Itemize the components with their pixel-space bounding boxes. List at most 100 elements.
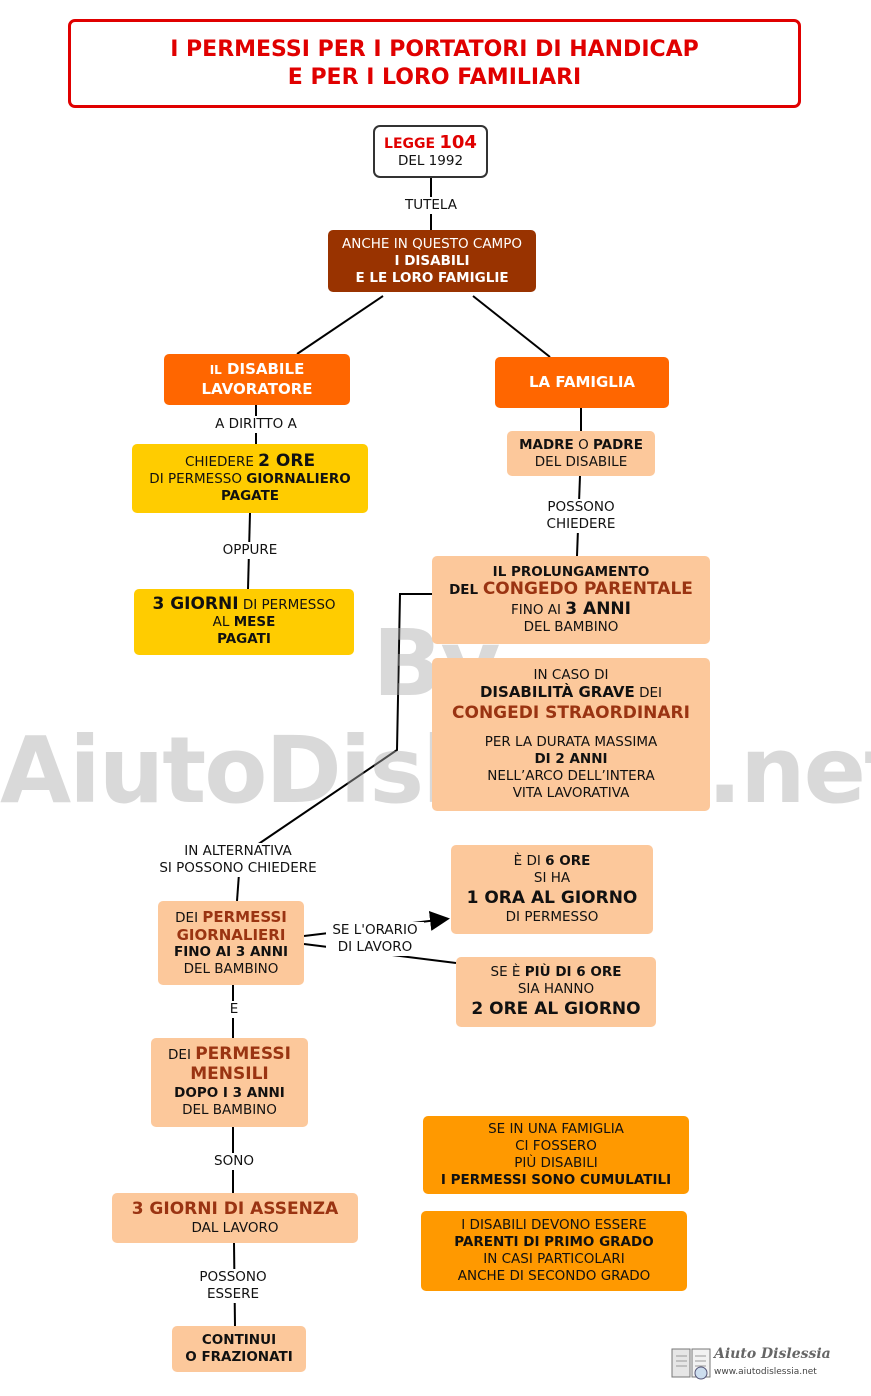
tre-giorni-l3: PAGATI xyxy=(217,631,271,647)
grave-l2a: DISABILITÀ GRAVE xyxy=(479,683,635,701)
giorni-assenza-box: 3 GIORNI DI ASSENZA DAL LAVORO xyxy=(112,1193,358,1243)
label-alternativa: IN ALTERNATIVA SI POSSONO CHIEDERE xyxy=(150,843,326,877)
prolungamento-l1: IL PROLUNGAMENTO xyxy=(492,564,650,580)
mensili-dei: DEI xyxy=(168,1047,196,1063)
assenza-l1: 3 GIORNI DI ASSENZA xyxy=(131,1199,339,1219)
assenza-l2: DAL LAVORO xyxy=(191,1220,279,1236)
logo-name: Aiuto Dislessia xyxy=(714,1346,831,1362)
piu-sei-l2: SIA HANNO xyxy=(517,981,595,997)
anche-box: ANCHE IN QUESTO CAMPO I DISABILI E LE LO… xyxy=(328,230,536,292)
giornalieri-l2: GIORNALIERI xyxy=(176,925,286,944)
label-e: E xyxy=(224,1001,244,1018)
label-possono-chiedere: POSSONO CHIEDERE xyxy=(536,499,626,533)
continui-l2: O FRAZIONATI xyxy=(185,1349,293,1365)
madre-b: PADRE xyxy=(593,436,643,453)
label-oppure: OPPURE xyxy=(212,542,288,559)
due-ore-pre: CHIEDERE xyxy=(184,453,259,470)
parenti-l3: IN CASI PARTICOLARI xyxy=(483,1251,625,1267)
sei-ore-l4: DI PERMESSO xyxy=(505,909,599,925)
giornalieri-l4: DEL BAMBINO xyxy=(183,960,279,977)
label-a-diritto: A DIRITTO A xyxy=(205,416,307,433)
giornalieri-dei: DEI xyxy=(175,909,203,926)
tre-giorni-box: 3 GIORNI DI PERMESSO AL MESE PAGATI xyxy=(134,589,354,655)
tre-giorni-l2a: AL xyxy=(212,614,234,630)
madre-o: O xyxy=(573,436,593,453)
parenti-l1: I DISABILI DEVONO ESSERE xyxy=(461,1217,647,1233)
madre-a: MADRE xyxy=(519,436,574,453)
mensili-l3: DOPO I 3 ANNI xyxy=(174,1085,285,1101)
piu-sei-l1a: SE È xyxy=(490,964,525,980)
tre-giorni-l2b: MESE xyxy=(233,614,276,630)
prolungamento-l4: DEL BAMBINO xyxy=(523,619,619,635)
prolungamento-box: IL PROLUNGAMENTO DEL CONGEDO PARENTALE F… xyxy=(432,556,710,644)
title-line-2: E PER I LORO FAMILIARI xyxy=(287,64,582,90)
grave-l1: IN CASO DI xyxy=(533,667,609,683)
label-orario-1: SE L'ORARIO xyxy=(332,922,418,938)
mensili-l2: MENSILI xyxy=(190,1064,269,1084)
due-ore-l2b: GIORNALIERO xyxy=(246,470,351,487)
due-ore-l3: PAGATE xyxy=(220,487,279,504)
permessi-mensili-box: DEI PERMESSI MENSILI DOPO I 3 ANNI DEL B… xyxy=(151,1038,308,1127)
grave-l4: PER LA DURATA MASSIMA xyxy=(484,734,658,750)
mensili-l1: PERMESSI xyxy=(195,1044,291,1064)
mensili-l4: DEL BAMBINO xyxy=(182,1102,277,1118)
madre-l2: DEL DISABILE xyxy=(534,453,628,470)
tre-giorni-big: 3 GIORNI xyxy=(152,594,239,614)
anche-line-2: I DISABILI xyxy=(394,252,470,269)
prolungamento-l3b: 3 ANNI xyxy=(565,599,631,619)
cumulatili-box: SE IN UNA FAMIGLIA CI FOSSERO PIÙ DISABI… xyxy=(423,1116,689,1194)
grave-l7: VITA LAVORATIVA xyxy=(512,785,630,801)
sei-ore-box: È DI 6 ORE SI HA 1 ORA AL GIORNO DI PERM… xyxy=(451,845,653,934)
cumulatili-l4: I PERMESSI SONO CUMULATILI xyxy=(440,1172,672,1188)
permessi-giornalieri-box: DEI PERMESSI GIORNALIERI FINO AI 3 ANNI … xyxy=(158,901,304,985)
label-possono-essere-2: ESSERE xyxy=(206,1286,260,1302)
parenti-l2: PARENTI DI PRIMO GRADO xyxy=(454,1234,654,1250)
logo-url: www.aiutodislessia.net xyxy=(714,1367,817,1377)
due-ore-l2a: DI PERMESSO xyxy=(149,470,247,487)
disabilita-grave-box: IN CASO DI DISABILITÀ GRAVE DEI CONGEDI … xyxy=(432,658,710,811)
due-ore-big: 2 ORE xyxy=(258,450,316,471)
grave-l2b: DEI xyxy=(634,685,662,701)
label-possono-essere-1: POSSONO xyxy=(199,1269,267,1285)
grave-l6: NELL’ARCO DELL’INTERA xyxy=(487,768,655,784)
label-possono-essere: POSSONO ESSERE xyxy=(190,1269,276,1303)
disabile-il: IL xyxy=(209,363,222,377)
parenti-box: I DISABILI DEVONO ESSERE PARENTI DI PRIM… xyxy=(421,1211,687,1291)
parenti-l4: ANCHE DI SECONDO GRADO xyxy=(457,1268,651,1284)
legge-number: 104 xyxy=(439,131,477,153)
anche-line-3: E LE LORO FAMIGLIE xyxy=(355,269,509,286)
label-tutela: TUTELA xyxy=(395,197,467,214)
sei-ore-l2: SI HA xyxy=(533,870,571,886)
label-orario-2: DI LAVORO xyxy=(337,939,413,955)
prolungamento-l3a: FINO AI xyxy=(511,602,566,618)
prolungamento-l2a: DEL xyxy=(449,582,483,598)
legge-word: LEGGE xyxy=(384,135,436,152)
label-orario: SE L'ORARIO DI LAVORO xyxy=(326,922,424,956)
aiuto-dislessia-logo: Aiuto Dislessia www.aiutodislessia.net xyxy=(670,1344,831,1384)
sei-ore-l3: 1 ORA AL GIORNO xyxy=(466,888,638,908)
label-alternativa-1: IN ALTERNATIVA xyxy=(184,843,292,859)
tre-giorni-l1b: DI PERMESSO xyxy=(238,597,336,613)
giornalieri-l3: FINO AI 3 ANNI xyxy=(173,943,289,960)
label-sono: SONO xyxy=(206,1153,262,1170)
label-alternativa-2: SI POSSONO CHIEDERE xyxy=(159,860,317,876)
piu-sei-l1b: PIÙ DI 6 ORE xyxy=(524,964,622,980)
famiglia-box: LA FAMIGLIA xyxy=(495,357,669,408)
grave-l5: DI 2 ANNI xyxy=(534,751,608,767)
sei-ore-l1b: 6 ORE xyxy=(545,853,591,869)
page-title: I PERMESSI PER I PORTATORI DI HANDICAP E… xyxy=(68,19,801,108)
anche-line-1: ANCHE IN QUESTO CAMPO xyxy=(342,235,522,252)
madre-padre-box: MADRE O PADRE DEL DISABILE xyxy=(507,431,655,476)
piu-sei-ore-box: SE È PIÙ DI 6 ORE SIA HANNO 2 ORE AL GIO… xyxy=(456,957,656,1027)
label-possono-chiedere-1: POSSONO xyxy=(547,499,615,515)
legge-104-box: LEGGE 104 DEL 1992 xyxy=(373,125,488,178)
famiglia-label: LA FAMIGLIA xyxy=(528,373,636,391)
title-line-1: I PERMESSI PER I PORTATORI DI HANDICAP xyxy=(170,36,699,62)
legge-year: DEL 1992 xyxy=(397,152,464,169)
grave-l3: CONGEDI STRAORDINARI xyxy=(452,703,690,723)
disabile-lavoratore-box: IL DISABILE LAVORATORE xyxy=(164,354,350,405)
piu-sei-l3: 2 ORE AL GIORNO xyxy=(471,999,641,1019)
cumulatili-l3: PIÙ DISABILI xyxy=(514,1155,598,1171)
continui-l1: CONTINUI xyxy=(201,1332,277,1348)
disabile-line-1: DISABILE xyxy=(227,360,305,378)
